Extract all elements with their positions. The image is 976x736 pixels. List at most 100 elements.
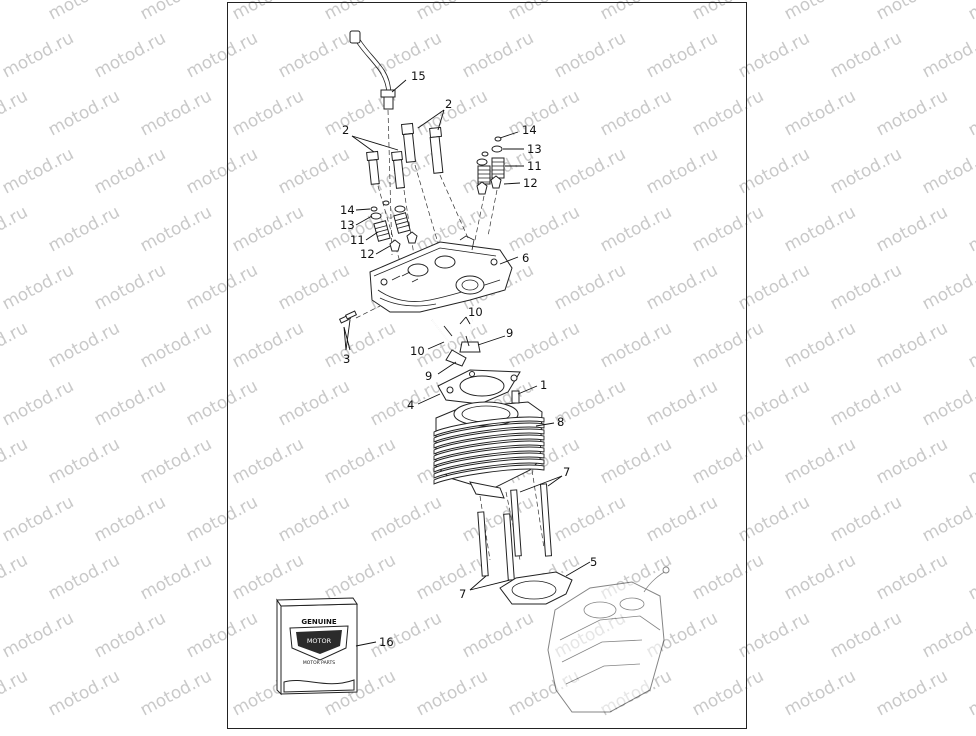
watermark-text: motod.ru <box>137 666 215 720</box>
watermark-text: motod.ru <box>827 144 905 198</box>
watermark-text: motod.ru <box>0 608 77 662</box>
cylinder-fin <box>433 446 545 467</box>
watermark-text: motod.ru <box>965 666 976 720</box>
watermark-text: motod.ru <box>137 550 215 604</box>
watermark-text: motod.ru <box>873 666 951 720</box>
watermark-text: motod.ru <box>45 318 123 372</box>
watermark-text: motod.ru <box>873 0 951 24</box>
watermark-text: motod.ru <box>965 318 976 372</box>
callout-15: 15 <box>411 69 426 83</box>
watermark-text: motod.ru <box>137 434 215 488</box>
watermark-text: motod.ru <box>919 144 976 198</box>
watermark-text: motod.ru <box>91 492 169 546</box>
diagram-frame <box>227 2 747 729</box>
watermark-text: motod.ru <box>965 86 976 140</box>
watermark-text: motod.ru <box>0 666 31 720</box>
part-4-head-gasket <box>437 369 521 405</box>
part-10-valves <box>431 315 481 367</box>
part-15-sensor <box>349 30 396 256</box>
watermark-text: motod.ru <box>45 202 123 256</box>
watermark-text: motod.ru <box>137 202 215 256</box>
cylinder-fin <box>433 440 545 461</box>
watermark-text: motod.ru <box>45 666 123 720</box>
watermark-text: motod.ru <box>965 202 976 256</box>
watermark-text: motod.ru <box>0 376 77 430</box>
watermark-text: motod.ru <box>965 0 976 24</box>
watermark-text: motod.ru <box>827 260 905 314</box>
watermark-text: motod.ru <box>91 28 169 82</box>
part-3-dowels <box>338 305 381 324</box>
callout-12-left: 12 <box>360 247 375 261</box>
watermark-text: motod.ru <box>45 434 123 488</box>
badge-bottom-text: MOTOR PARTS <box>303 660 335 666</box>
watermark-text: motod.ru <box>0 144 77 198</box>
callout-labels: 15 2 2 14 13 11 12 14 13 11 12 6 3 10 10… <box>340 69 597 649</box>
callout-3: 3 <box>343 352 350 366</box>
watermark-text: motod.ru <box>91 144 169 198</box>
watermark-text: motod.ru <box>965 434 976 488</box>
part-valve-springs-left <box>370 200 418 252</box>
watermark-text: motod.ru <box>137 0 215 24</box>
watermark-text: motod.ru <box>873 434 951 488</box>
callout-13-right: 13 <box>527 142 542 156</box>
cylinder-fin <box>433 464 545 485</box>
callout-12-right: 12 <box>523 176 538 190</box>
part-7-studs <box>477 483 553 581</box>
watermark-text: motod.ru <box>827 28 905 82</box>
part-8-cylinder <box>433 390 545 561</box>
crankcase-outline <box>547 566 670 713</box>
cylinder-fin <box>433 422 545 443</box>
callout-9-right: 9 <box>506 326 513 340</box>
watermark-text: motod.ru <box>827 492 905 546</box>
watermark-text: motod.ru <box>91 376 169 430</box>
watermark-text: motod.ru <box>919 260 976 314</box>
watermark-text: motod.ru <box>919 492 976 546</box>
watermark-text: motod.ru <box>0 202 31 256</box>
watermark-text: motod.ru <box>0 0 31 24</box>
watermark-text: motod.ru <box>873 202 951 256</box>
part-16-parts-box: GENUINE MOTOR MOTOR PARTS <box>276 597 358 696</box>
watermark-text: motod.ru <box>919 28 976 82</box>
watermark-text: motod.ru <box>91 260 169 314</box>
watermark-text: motod.ru <box>781 550 859 604</box>
callout-16: 16 <box>379 635 394 649</box>
cylinder-fin <box>433 428 545 449</box>
leader-lines <box>343 79 591 647</box>
part-2-tubes <box>366 122 469 263</box>
callout-10-lower: 10 <box>410 344 425 358</box>
callout-10-upper: 10 <box>468 305 483 319</box>
callout-7-right: 7 <box>563 465 570 479</box>
badge-middle-text: MOTOR <box>307 637 332 645</box>
cylinder-fin <box>433 434 545 455</box>
callout-9-left: 9 <box>425 369 432 383</box>
cylinder-fin <box>433 458 545 479</box>
callout-1: 1 <box>540 378 547 392</box>
watermark-text: motod.ru <box>965 550 976 604</box>
badge-top-text: GENUINE <box>301 618 337 626</box>
watermark-text: motod.ru <box>781 318 859 372</box>
callout-8: 8 <box>557 415 564 429</box>
part-valve-springs-right <box>474 136 505 241</box>
watermark-text: motod.ru <box>0 318 31 372</box>
callout-14-right: 14 <box>522 123 537 137</box>
watermark-text: motod.ru <box>781 434 859 488</box>
watermark-text: motod.ru <box>827 608 905 662</box>
callout-4: 4 <box>407 398 414 412</box>
part-5-base-gasket <box>499 571 573 605</box>
watermark-text: motod.ru <box>873 550 951 604</box>
watermark-text: motod.ru <box>137 318 215 372</box>
callout-13-left: 13 <box>340 218 355 232</box>
watermark-text: motod.ru <box>781 202 859 256</box>
watermark-text: motod.ru <box>873 86 951 140</box>
cylinder-fin <box>433 452 545 473</box>
callout-14-left: 14 <box>340 203 355 217</box>
watermark-text: motod.ru <box>781 666 859 720</box>
callout-11-right: 11 <box>527 159 542 173</box>
callout-7-left: 7 <box>459 587 466 601</box>
watermark-text: motod.ru <box>0 434 31 488</box>
watermark-text: motod.ru <box>45 550 123 604</box>
watermark-text: motod.ru <box>91 608 169 662</box>
callout-5: 5 <box>590 555 597 569</box>
